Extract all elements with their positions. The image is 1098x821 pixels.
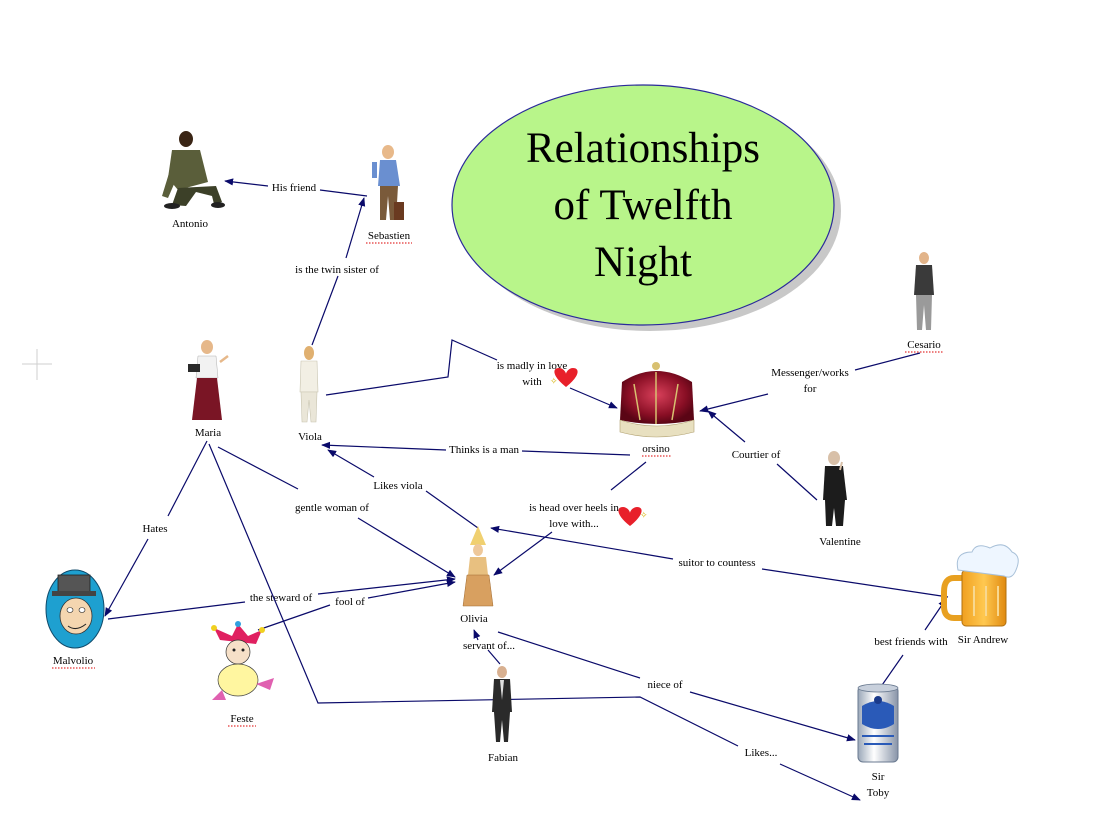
node-maria[interactable]: Maria: [188, 340, 229, 439]
man-standing-icon: [914, 252, 934, 330]
edge-fabian-olivia[interactable]: servant of...: [463, 630, 515, 665]
edges: His friend is the twin sister of is madl…: [105, 181, 948, 800]
edge-label: servant of...: [463, 640, 515, 652]
edge-olivia-toby[interactable]: niece of: [497, 631, 855, 740]
node-viola[interactable]: Viola: [298, 346, 322, 443]
kneeling-man-icon: [162, 131, 225, 209]
node-label: Antonio: [172, 218, 209, 230]
edge-viola-seb[interactable]: is the twin sister of: [295, 198, 379, 346]
edge-label: Messenger/works: [771, 367, 849, 379]
edge-valentine-orsino[interactable]: Courtier of: [708, 411, 818, 501]
node-feste[interactable]: Feste: [211, 621, 274, 727]
edge-label: Likes...: [745, 747, 778, 759]
node-label: Sebastien: [368, 230, 411, 242]
edge-maria-malvolio[interactable]: Hates: [105, 440, 208, 616]
traveler-with-luggage-icon: [372, 145, 404, 220]
heart-icon: [554, 368, 578, 387]
edge-feste-olivia[interactable]: fool of: [257, 582, 455, 631]
edge-viola-orsino[interactable]: is madly in love with ✧: [325, 339, 617, 408]
edge-orsino-viola[interactable]: Thinks is a man: [322, 444, 631, 456]
lady-gown-icon: [462, 526, 494, 607]
edge-label: best friends with: [874, 636, 948, 648]
edge-label: Thinks is a man: [449, 444, 519, 456]
woman-in-suit-icon: [299, 346, 319, 423]
title-line-2: of Twelfth: [554, 182, 733, 229]
node-label: orsino: [642, 443, 670, 455]
edge-label: is madly in love: [497, 360, 568, 372]
node-fabian[interactable]: Fabian: [488, 666, 518, 764]
title-line-1: Relationships: [526, 125, 760, 172]
title-line-3: Night: [594, 239, 692, 286]
edge-cesario-orsino[interactable]: Messenger/works for: [700, 352, 921, 411]
node-antonio[interactable]: Antonio: [162, 131, 225, 230]
crown-icon: [619, 362, 695, 438]
edge-seb-antonio[interactable]: His friend: [225, 181, 368, 197]
node-sebastien[interactable]: Sebastien: [366, 145, 412, 244]
node-label: Toby: [867, 787, 890, 799]
node-label: Valentine: [819, 536, 861, 548]
edge-label: for: [804, 383, 817, 395]
edge-label: niece of: [647, 679, 682, 691]
node-label: Cesario: [907, 339, 941, 351]
edge-label: with: [522, 376, 542, 388]
edge-orsino-olivia[interactable]: is head over heels in love with... ✧: [494, 461, 648, 575]
edge-maria-toby[interactable]: Likes...: [208, 443, 860, 800]
cartoon-man-top-hat-icon: [45, 569, 105, 649]
node-label: Fabian: [488, 752, 518, 764]
sparkle-icon: ✧: [550, 376, 558, 386]
node-orsino[interactable]: orsino: [619, 362, 695, 457]
node-malvolio[interactable]: Malvolio: [45, 569, 105, 669]
edge-label: love with...: [549, 518, 599, 530]
edge-label: Hates: [142, 523, 167, 535]
edge-label: is the twin sister of: [295, 264, 379, 276]
edge-malvolio-olivia[interactable]: the steward of: [107, 579, 455, 620]
edge-label: Likes viola: [373, 480, 422, 492]
node-label: Maria: [195, 427, 221, 439]
node-valentine[interactable]: Valentine: [819, 451, 861, 548]
beer-can-icon: [857, 683, 899, 763]
edge-toby-andrew[interactable]: best friends with: [874, 599, 948, 689]
heart-icon: [618, 507, 642, 526]
node-andrew[interactable]: Sir Andrew: [941, 544, 1019, 646]
edge-label: His friend: [272, 182, 317, 194]
edge-label: suitor to countess: [679, 557, 756, 569]
edge-andrew-olivia[interactable]: suitor to countess: [491, 528, 949, 598]
node-label: Sir: [872, 771, 885, 783]
node-toby[interactable]: Sir Toby: [857, 683, 899, 799]
edge-olivia-viola[interactable]: Likes viola: [328, 450, 479, 529]
edge-label: Courtier of: [732, 449, 781, 461]
businessman-icon: [492, 666, 512, 742]
woman-with-book-icon: [188, 340, 229, 420]
edge-label: gentle woman of: [295, 502, 369, 514]
edge-label: is head over heels in: [529, 502, 619, 514]
man-thinking-icon: [823, 451, 847, 526]
node-label: Malvolio: [53, 655, 94, 667]
edge-label: the steward of: [250, 592, 313, 604]
sparkle-icon: ✧: [640, 510, 648, 520]
title-bubble: Relationships of Twelfth Night: [451, 84, 841, 331]
node-label: Feste: [230, 713, 253, 725]
edge-label: fool of: [335, 596, 365, 608]
edge-maria-olivia[interactable]: gentle woman of: [217, 446, 455, 577]
node-cesario[interactable]: Cesario: [905, 252, 943, 353]
beer-mug-icon: [941, 544, 1019, 627]
jester-icon: [211, 621, 274, 700]
node-label: Olivia: [460, 613, 488, 625]
node-olivia[interactable]: Olivia: [460, 526, 494, 625]
node-label: Viola: [298, 431, 322, 443]
crosshair-mark: [22, 349, 52, 380]
node-label: Sir Andrew: [958, 634, 1008, 646]
